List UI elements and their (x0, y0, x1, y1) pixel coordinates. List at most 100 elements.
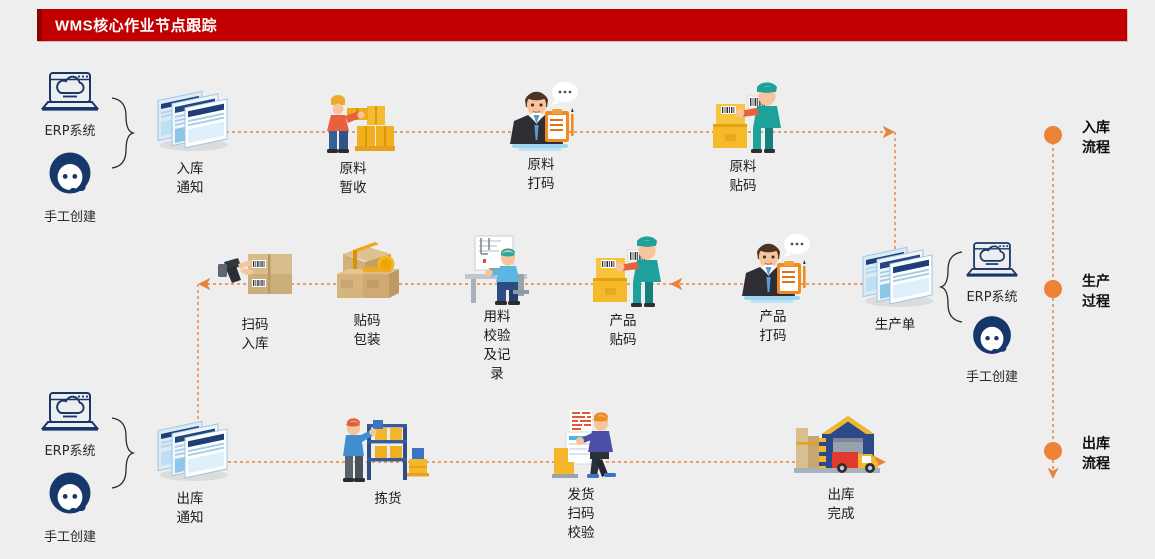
source-item-label: ERP系统 (44, 124, 96, 139)
source-production-group: ERP系统 手工创建 (944, 240, 1040, 387)
source-inbound-group: ERP系统 手工创建 (22, 70, 118, 227)
node-raw-labeling[interactable]: 原料 贴码 (688, 80, 798, 196)
source-item-manual[interactable]: 手工创建 (22, 148, 118, 225)
warehouse-truck-icon (786, 408, 896, 480)
label-line: 贴码 (353, 313, 381, 329)
node-label: 出库 通知 (135, 490, 245, 528)
timeline-dot-production[interactable] (1044, 280, 1062, 298)
source-item-manual[interactable]: 手工创建 (944, 312, 1040, 385)
handheld-scanner-boxes-icon (200, 238, 310, 310)
worker-inspection-desk-icon (442, 230, 552, 305)
node-label: 产品 打码 (718, 308, 828, 346)
document-stack-icon (135, 412, 245, 484)
node-raw-coding[interactable]: 原料 打码 (486, 78, 596, 194)
node-product-coding[interactable]: 产品 打码 (718, 230, 828, 346)
document-stack-icon (840, 238, 950, 310)
timeline-dot-inbound[interactable] (1044, 126, 1062, 144)
label-line: 扫码 (567, 506, 595, 523)
node-label: 出库 完成 (786, 486, 896, 524)
source-item-erp[interactable]: ERP系统 (944, 240, 1040, 305)
label-line: 打码 (759, 328, 787, 345)
label-line: 出库 (176, 491, 204, 507)
source-item-manual[interactable]: 手工创建 (22, 468, 118, 545)
label-line: 发货 (567, 487, 595, 503)
node-raw-receiving[interactable]: 原料 暂收 (298, 82, 408, 198)
node-label: 原料 贴码 (688, 158, 798, 196)
node-scan-instock[interactable]: 扫码 入库 (200, 238, 310, 354)
node-product-labeling[interactable]: 产品 贴码 (568, 234, 678, 350)
erp-laptop-cloud-icon (965, 242, 1019, 277)
label-line: 完成 (827, 506, 855, 523)
label-line: 入库 (176, 161, 204, 177)
label-line: 拣货 (374, 491, 402, 507)
label-line: 入库 (241, 336, 269, 353)
label-line: 暂收 (339, 180, 367, 197)
source-item-label: 手工创建 (43, 530, 96, 545)
erp-laptop-cloud-icon (40, 72, 100, 111)
label-line: 用料 (483, 309, 511, 325)
manual-headset-person-icon (49, 152, 91, 194)
picker-shelf-icon (333, 412, 443, 484)
node-label: 生产单 (840, 316, 950, 335)
header-banner: WMS核心作业节点跟踪 (37, 9, 1127, 41)
source-outbound-group: ERP系统 手工创建 (22, 390, 118, 547)
label-line: 产品 (759, 309, 787, 325)
node-label: 产品 贴码 (568, 312, 678, 350)
label-line: 贴码 (729, 178, 757, 195)
label-line: 产品 (609, 313, 637, 329)
worker-barcode-label-icon (688, 80, 798, 153)
node-label: 原料 暂收 (298, 160, 408, 198)
node-label: 用料 校验 及记 录 (442, 308, 552, 385)
manual-headset-person-icon (49, 472, 91, 514)
label-line: 扫码 (241, 317, 269, 333)
timeline-label-production: 生产 过程 (1082, 272, 1110, 313)
node-production-order[interactable]: 生产单 (840, 238, 950, 335)
sealed-cartons-icon (312, 234, 422, 306)
timeline-label-inbound: 入库 流程 (1082, 118, 1110, 159)
businessman-clipboard-icon (486, 78, 596, 151)
label-line: 原料 (527, 157, 555, 173)
node-picking[interactable]: 拣货 (333, 412, 443, 509)
document-stack-icon (135, 82, 245, 154)
node-shipping-scan-check[interactable]: 发货 扫码 校验 (526, 408, 636, 543)
shipping-scan-worker-icon (526, 408, 636, 480)
source-item-label: 手工创建 (43, 210, 96, 225)
label-line: 过程 (1082, 294, 1110, 311)
source-item-erp[interactable]: ERP系统 (22, 70, 118, 139)
label-line: 通知 (176, 180, 204, 197)
node-label: 贴码 包装 (312, 312, 422, 350)
erp-laptop-cloud-icon (40, 392, 100, 431)
page-title: WMS核心作业节点跟踪 (55, 17, 218, 35)
source-item-label: ERP系统 (966, 290, 1018, 305)
node-label: 拣货 (333, 490, 443, 509)
label-line: 包装 (353, 332, 381, 349)
node-label: 发货 扫码 校验 (526, 486, 636, 543)
label-line: 贴码 (609, 332, 637, 349)
label-line: 生产单 (874, 317, 916, 333)
node-label: 原料 打码 (486, 156, 596, 194)
node-outbound-notice[interactable]: 出库 通知 (135, 412, 245, 528)
label-line: 出库 (1082, 436, 1110, 452)
label-line: 通知 (176, 510, 204, 527)
worker-barcode-label-icon (568, 234, 678, 307)
worker-stacking-boxes-icon (298, 82, 408, 154)
businessman-clipboard-icon (718, 230, 828, 303)
manual-headset-person-icon (973, 316, 1011, 354)
label-line: 校验 (483, 328, 511, 345)
source-item-label: ERP系统 (44, 444, 96, 459)
source-item-erp[interactable]: ERP系统 (22, 390, 118, 459)
label-line: 流程 (1082, 140, 1110, 157)
node-inbound-notice[interactable]: 入库 通知 (135, 82, 245, 198)
label-line: 校验 (567, 525, 595, 542)
node-label: 扫码 入库 (200, 316, 310, 354)
label-line: 打码 (527, 176, 555, 193)
node-label-packing[interactable]: 贴码 包装 (312, 234, 422, 350)
node-label: 入库 通知 (135, 160, 245, 198)
timeline-dot-outbound[interactable] (1044, 442, 1062, 460)
process-timeline (1044, 126, 1062, 479)
node-material-inspection[interactable]: 用料 校验 及记 录 (442, 230, 552, 385)
node-outbound-complete[interactable]: 出库 完成 (786, 408, 896, 524)
label-line: 入库 (1082, 120, 1110, 136)
label-line: 及记 (483, 347, 511, 364)
